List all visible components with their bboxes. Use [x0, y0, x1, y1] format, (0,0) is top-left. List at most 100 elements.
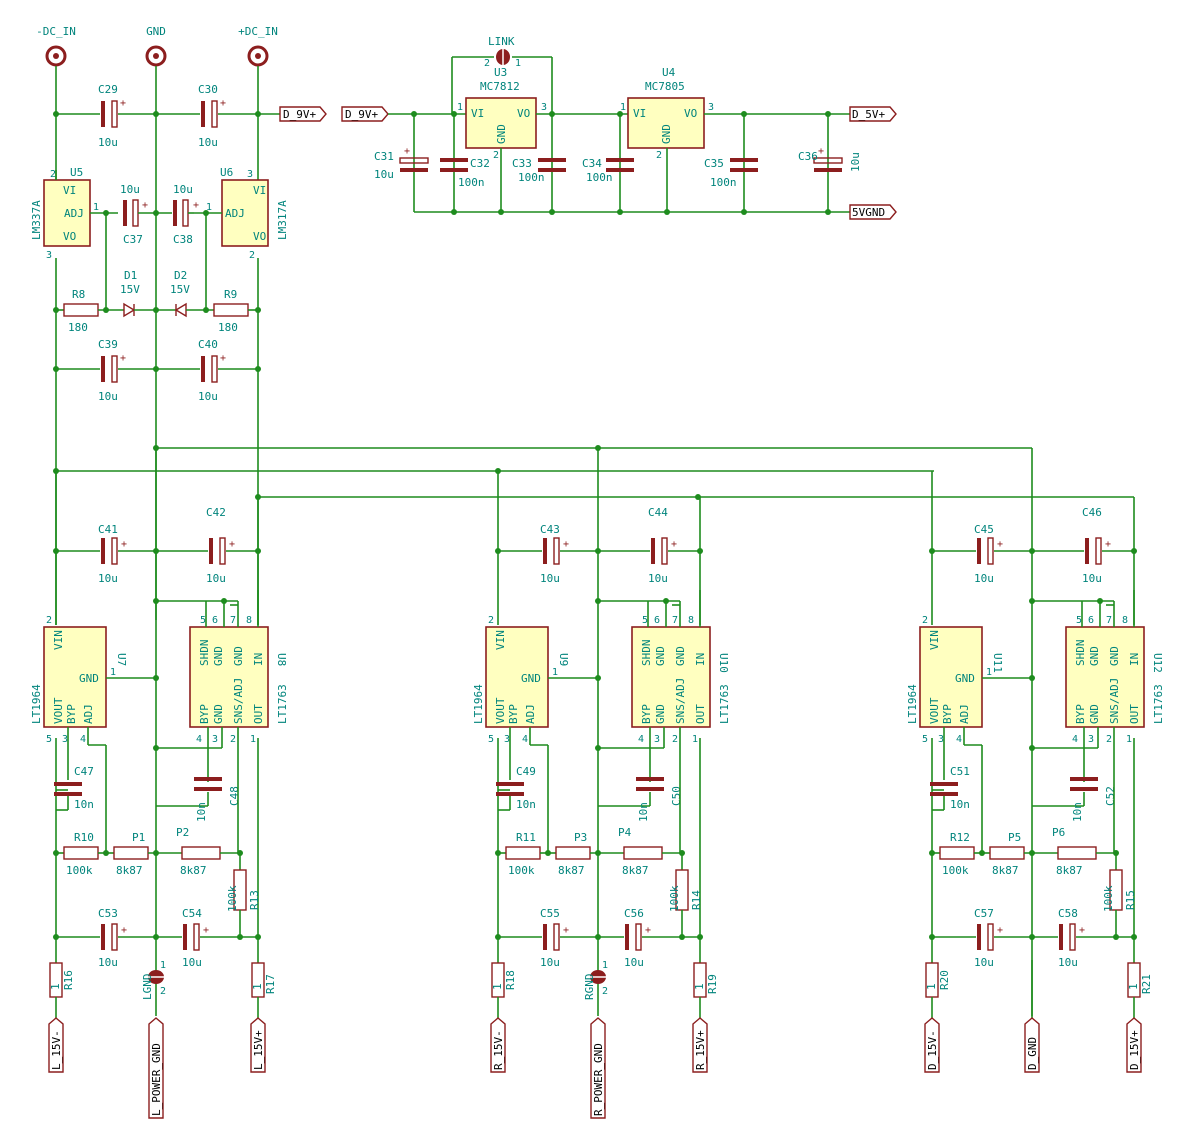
svg-text:R15: R15: [1124, 890, 1137, 910]
svg-text:7: 7: [230, 615, 236, 626]
svg-text:RGND: RGND: [583, 974, 596, 1001]
svg-text:C49: C49: [516, 765, 536, 778]
svg-text:R_15V+: R_15V+: [694, 1030, 707, 1070]
svg-text:+: +: [142, 200, 148, 211]
svg-text:IN: IN: [1128, 653, 1141, 666]
svg-text:2: 2: [484, 58, 490, 69]
svg-text:IN: IN: [694, 653, 707, 666]
svg-text:VI: VI: [63, 184, 76, 197]
svg-text:15V: 15V: [170, 283, 190, 296]
svg-text:C38: C38: [173, 233, 193, 246]
svg-text:LT1964: LT1964: [906, 684, 919, 724]
svg-text:10u: 10u: [120, 183, 140, 196]
svg-text:6: 6: [1088, 615, 1094, 626]
svg-text:3: 3: [62, 734, 68, 745]
svg-text:1: 1: [620, 102, 626, 113]
svg-text:+: +: [193, 200, 199, 211]
svg-text:ADJ: ADJ: [958, 704, 971, 724]
svg-text:MC7805: MC7805: [645, 80, 685, 93]
svg-text:1: 1: [206, 202, 212, 213]
svg-text:LT1763: LT1763: [718, 684, 731, 724]
svg-text:VOUT: VOUT: [494, 697, 507, 724]
svg-text:VI: VI: [633, 107, 646, 120]
svg-text:LINK: LINK: [488, 35, 515, 48]
svg-text:+: +: [220, 353, 226, 364]
connector-dc-pos-label: +DC_IN: [238, 25, 278, 38]
svg-text:ADJ: ADJ: [64, 207, 84, 220]
svg-text:P2: P2: [176, 826, 189, 839]
svg-text:GND: GND: [495, 124, 508, 144]
u6-ref: U6: [220, 166, 233, 179]
svg-text:U4: U4: [662, 66, 676, 79]
regulator-u6: VI ADJ VO U6 LM317A 3 1 2: [194, 166, 289, 261]
adj-divider-row: R8 180 D1 15V D2 15V R9 180: [53, 210, 261, 334]
svg-text:+: +: [229, 539, 235, 550]
svg-text:P1: P1: [132, 831, 145, 844]
svg-text:C52: C52: [1104, 786, 1117, 806]
cap-c39-c40-row: ++ C39 10u C40 10u: [53, 338, 261, 403]
svg-text:100k: 100k: [668, 885, 681, 912]
label-d9v-right: D_9V+: [345, 108, 378, 121]
svg-text:10u: 10u: [849, 152, 862, 172]
svg-text:P3: P3: [574, 831, 587, 844]
svg-text:GND: GND: [955, 672, 975, 685]
svg-text:C43: C43: [540, 523, 560, 536]
main-rails: [55, 66, 259, 625]
u5-value: LM337A: [30, 200, 43, 240]
svg-text:SNS/ADJ: SNS/ADJ: [674, 678, 687, 724]
svg-text:+: +: [1105, 539, 1111, 550]
connector-dc-neg-label: -DC_IN: [36, 25, 76, 38]
svg-text:10u: 10u: [182, 956, 202, 969]
svg-text:GND: GND: [232, 646, 245, 666]
svg-text:180: 180: [218, 321, 238, 334]
svg-text:OUT: OUT: [1128, 704, 1141, 724]
svg-text:+: +: [645, 925, 651, 936]
svg-text:P5: P5: [1008, 831, 1021, 844]
svg-text:10u: 10u: [1082, 572, 1102, 585]
svg-text:R14: R14: [690, 890, 703, 910]
svg-text:100k: 100k: [508, 864, 535, 877]
svg-text:100k: 100k: [226, 885, 239, 912]
svg-text:6: 6: [654, 615, 660, 626]
svg-text:U11: U11: [991, 653, 1004, 673]
c30-val: 10u: [198, 136, 218, 149]
svg-text:1: 1: [49, 983, 62, 990]
svg-text:C47: C47: [74, 765, 94, 778]
svg-text:2: 2: [656, 150, 662, 161]
svg-text:R9: R9: [224, 288, 237, 301]
svg-text:C46: C46: [1082, 506, 1102, 519]
svg-text:R12: R12: [950, 831, 970, 844]
svg-text:LT1763: LT1763: [1152, 684, 1165, 724]
svg-text:R11: R11: [516, 831, 536, 844]
svg-text:D_15V-: D_15V-: [926, 1030, 939, 1070]
svg-text:C42: C42: [206, 506, 226, 519]
svg-text:C50: C50: [670, 786, 683, 806]
svg-text:VO: VO: [684, 107, 697, 120]
regulator-u5: VI ADJ VO U5 LM337A 2 1 3: [30, 166, 118, 261]
svg-text:LT1964: LT1964: [30, 684, 43, 724]
aux-supply: D_9V+ LINK 2 1 VI VO GND U3 MC7812 1 3 2…: [341, 35, 897, 220]
svg-text:ADJ: ADJ: [82, 704, 95, 724]
svg-text:+: +: [404, 146, 410, 157]
svg-text:GND: GND: [212, 646, 225, 666]
svg-text:10u: 10u: [198, 390, 218, 403]
svg-text:GND: GND: [1088, 704, 1101, 724]
svg-text:C58: C58: [1058, 907, 1078, 920]
svg-text:100n: 100n: [710, 176, 737, 189]
svg-text:U3: U3: [494, 66, 507, 79]
svg-text:BYP: BYP: [1074, 704, 1087, 724]
svg-text:10n: 10n: [637, 802, 650, 822]
svg-text:8k87: 8k87: [116, 864, 143, 877]
svg-text:1: 1: [602, 960, 608, 971]
svg-text:8k87: 8k87: [1056, 864, 1083, 877]
svg-text:3: 3: [212, 734, 218, 745]
svg-text:3: 3: [1088, 734, 1094, 745]
svg-text:ADJ: ADJ: [225, 207, 245, 220]
svg-text:5VGND: 5VGND: [852, 206, 885, 219]
svg-text:SHDN: SHDN: [640, 640, 653, 667]
svg-text:1: 1: [491, 983, 504, 990]
